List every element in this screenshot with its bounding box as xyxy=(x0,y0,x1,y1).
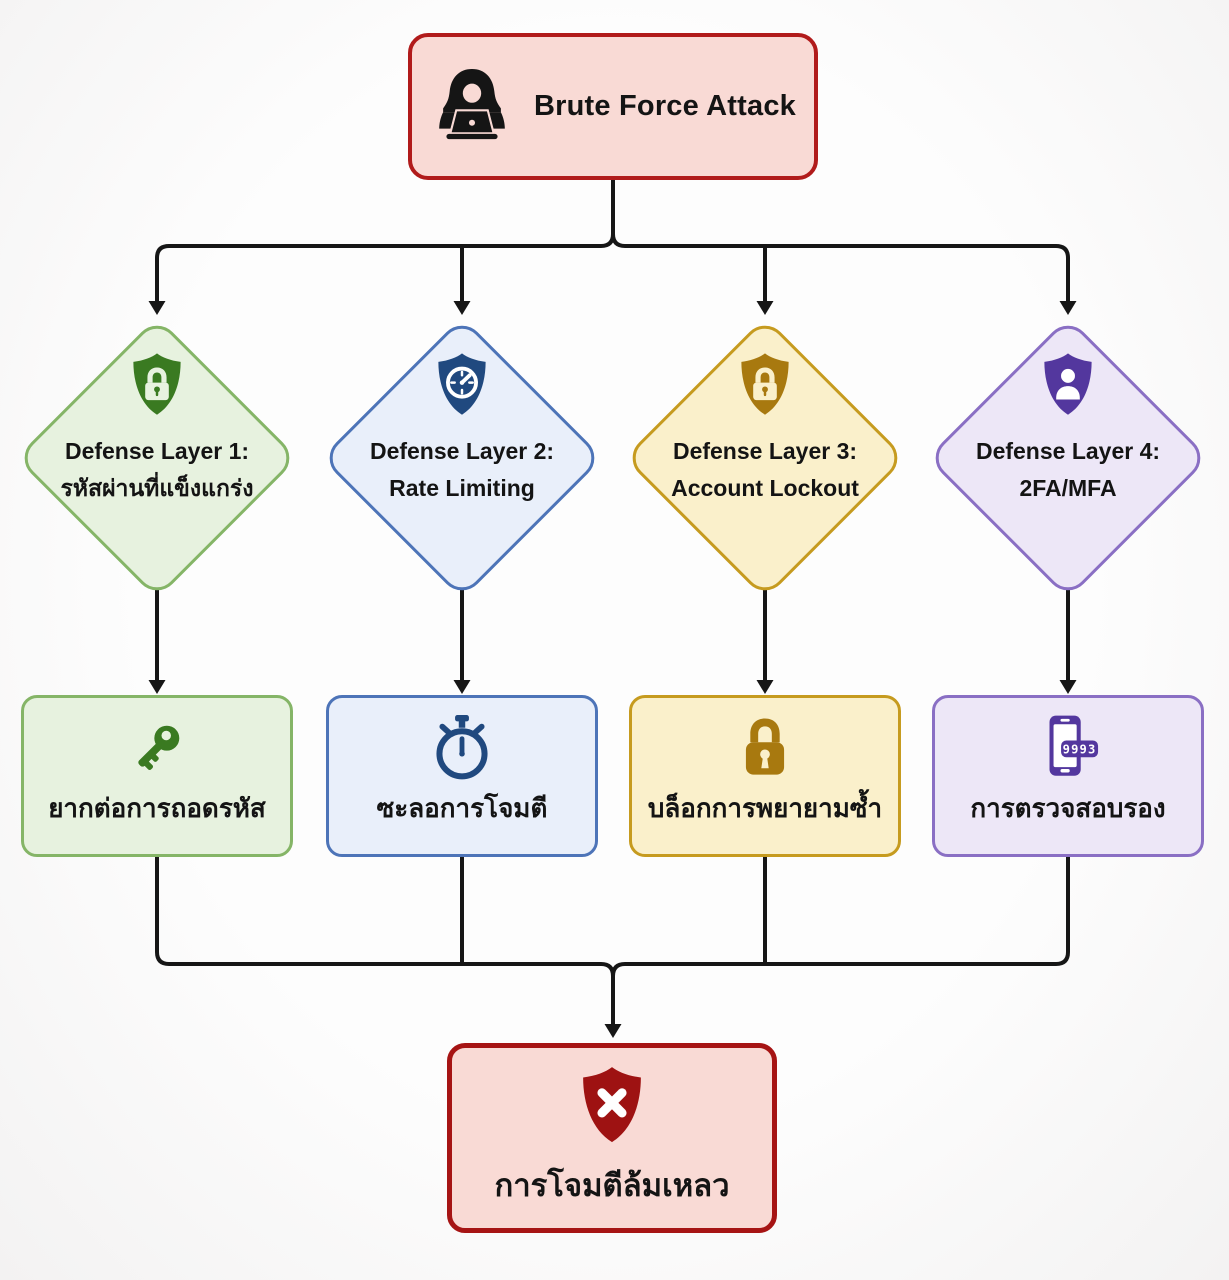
phone-otp-icon: 9993 xyxy=(1049,715,1099,776)
stopwatch-icon xyxy=(436,715,488,780)
result2-node: ซะลอการโจมตี xyxy=(326,695,598,857)
result2-label: ซะลอการโจมตี xyxy=(376,793,548,823)
result3-node: บล็อกการพยายามซ้ำ xyxy=(629,695,901,857)
result4-node: 9993 การตรวจสอบรอง xyxy=(932,695,1204,857)
result4-label: การตรวจสอบรอง xyxy=(970,793,1166,823)
padlock-icon xyxy=(745,718,785,775)
attack-node: Brute Force Attack xyxy=(408,33,818,180)
hacker-laptop-icon xyxy=(439,68,505,139)
result3-label: บล็อกการพยายามซ้ำ xyxy=(647,793,883,823)
result1-label: ยากต่อการถอดรหัส xyxy=(48,793,266,823)
result1-node: ยากต่อการถอดรหัส xyxy=(21,695,293,857)
key-icon xyxy=(138,725,180,771)
shield-x-icon xyxy=(583,1067,641,1143)
attack-label: Brute Force Attack xyxy=(534,90,796,122)
outcome-label: การโจมตีล้มเหลว xyxy=(494,1168,730,1203)
outcome-node: การโจมตีล้มเหลว xyxy=(447,1043,777,1233)
otp-code-text: 9993 xyxy=(1063,743,1097,757)
